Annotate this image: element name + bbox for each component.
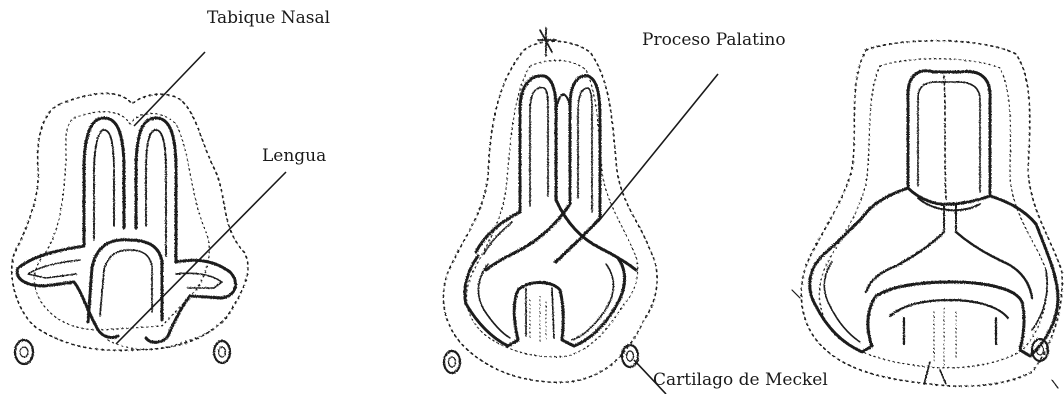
stage-1-section (12, 93, 248, 364)
stage-2-meckel-right (622, 345, 638, 367)
stage-1-nasal-cavity-left (84, 118, 124, 246)
stage-1-meckel-right (214, 341, 230, 363)
leader-tongue (116, 172, 286, 344)
stage-2-meckel-left (444, 351, 460, 373)
label-nasal-septum: Tabique Nasal (207, 8, 330, 28)
leader-palatine-process (598, 74, 718, 222)
leader-nasal-septum (134, 52, 205, 126)
label-palatine-process: Proceso Palatino (642, 30, 786, 50)
stage-1-meckel-left (15, 340, 33, 364)
stage-3-jaw (810, 218, 1058, 356)
stage-3-tongue (890, 300, 1008, 344)
stage-1-right-shelf (146, 260, 236, 342)
stage-1-outer-tissue (12, 93, 248, 350)
stage-2-section (443, 28, 657, 382)
stage-3-section (792, 41, 1062, 388)
stage-2-outer-tissue (443, 41, 657, 382)
label-tongue: Lengua (262, 146, 326, 166)
stage-3-inner-tissue (819, 59, 1046, 368)
stage-3-fused-palate (862, 188, 1036, 224)
label-meckel-cartilage: Cartilago de Meckel (653, 370, 828, 390)
